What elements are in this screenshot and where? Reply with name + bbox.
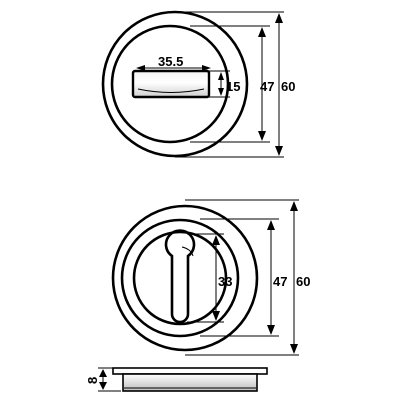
top-inner-ring xyxy=(110,24,230,144)
thickness-dimension: 8 xyxy=(85,367,121,392)
bottom-inner-diameter-label: 47 xyxy=(273,274,287,289)
slot-shading xyxy=(137,88,205,93)
side-flange xyxy=(112,367,268,375)
privacy-slot xyxy=(131,69,211,99)
thickness-label: 8 xyxy=(85,377,100,384)
top-outer-diameter-label: 60 xyxy=(281,79,295,94)
side-view: 8 xyxy=(85,367,268,392)
bottom-outer-diameter-label: 60 xyxy=(296,274,310,289)
top-outer-diameter-dimension: 60 xyxy=(175,11,295,158)
slot-height-dimension: 15 xyxy=(209,70,240,98)
euro-cylinder-cutout xyxy=(164,229,196,324)
slot-width-label: 35.5 xyxy=(158,54,183,69)
slot-width-dimension: 35.5 xyxy=(136,54,211,71)
top-inner-diameter-label: 47 xyxy=(260,79,274,94)
top-view: 35.5 15 47 60 xyxy=(101,10,295,158)
bottom-outer-diameter-dimension: 60 xyxy=(185,199,310,356)
bottom-inner-ring xyxy=(120,218,240,338)
bottom-outer-rose xyxy=(111,204,259,352)
slot-height-label: 15 xyxy=(226,79,240,94)
bottom-cylinder-ring xyxy=(132,230,228,326)
cylinder-height-label: 33 xyxy=(218,274,232,289)
cylinder-height-dimension: 33 xyxy=(187,233,232,323)
cylinder-shading xyxy=(181,246,194,257)
bottom-inner-diameter-dimension: 47 xyxy=(200,218,287,337)
top-inner-diameter-dimension: 47 xyxy=(190,25,274,143)
bottom-view: 33 47 60 xyxy=(111,199,310,356)
side-body xyxy=(122,373,258,392)
